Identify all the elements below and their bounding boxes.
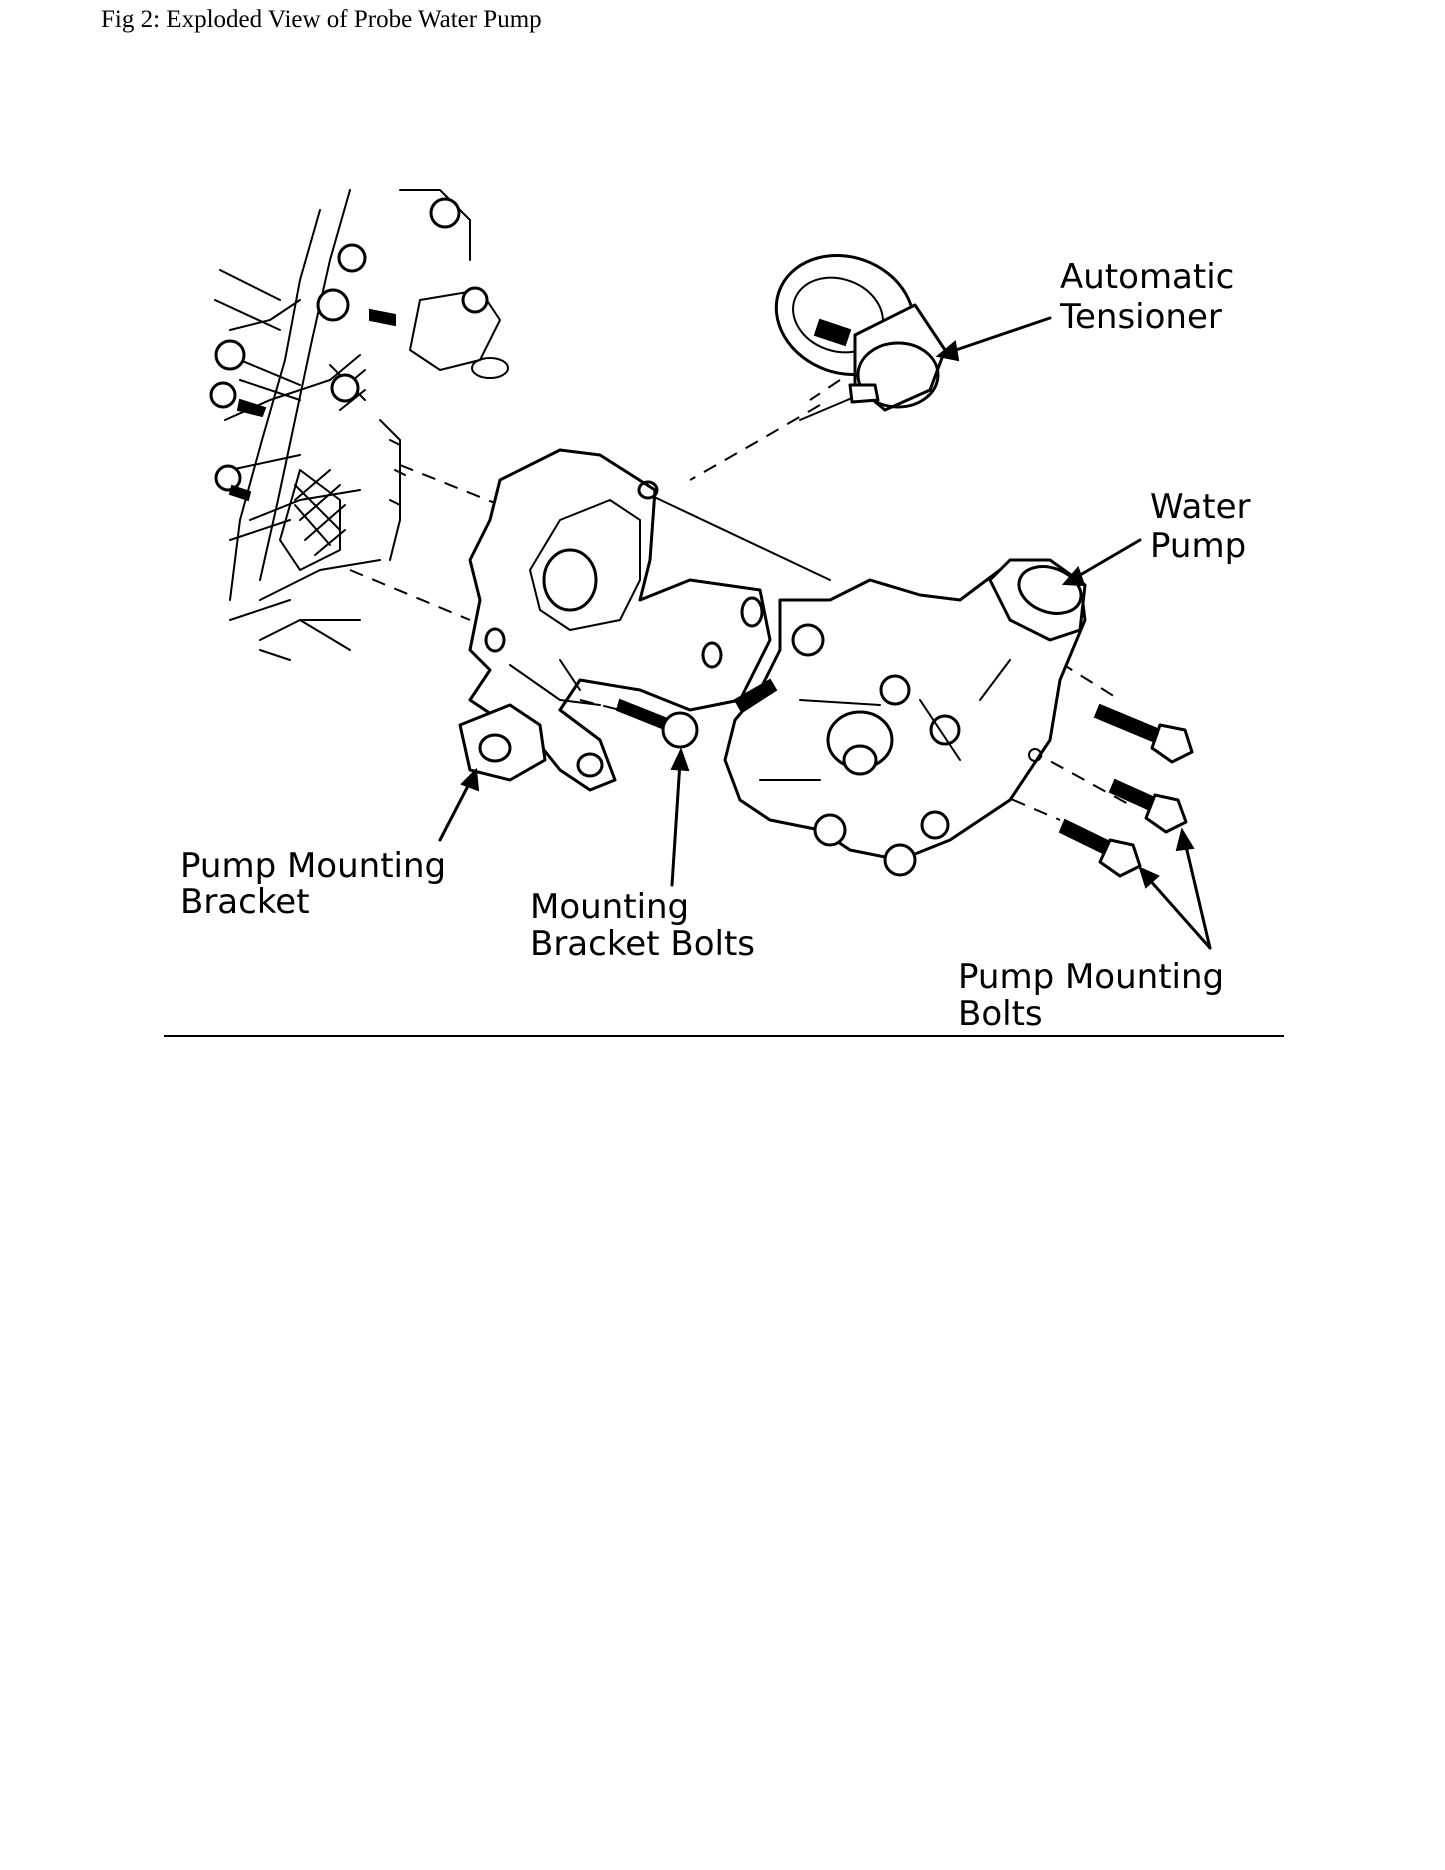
label-pump-mounting-bolts: Pump Mounting Bolts — [958, 957, 1235, 1034]
label-water-pump: Water Pump — [1150, 487, 1261, 566]
label-mounting-bracket-bolts: Mounting Bracket Bolts — [530, 887, 755, 964]
leader-arrows — [438, 316, 1212, 950]
label-automatic-tensioner: Automatic Tensioner — [1059, 257, 1245, 337]
block-bolts — [209, 197, 489, 502]
pump-mounting-bolts — [1058, 703, 1194, 878]
mounting-bracket-bolt — [615, 698, 699, 749]
pump-mounting-bracket — [458, 448, 772, 792]
figure-title: Fig 2: Exploded View of Probe Water Pump — [101, 6, 542, 33]
automatic-tensioner — [774, 253, 947, 421]
water-pump — [723, 558, 1087, 877]
label-pump-mounting-bracket: Pump Mounting Bracket — [180, 846, 457, 922]
engine-block — [209, 189, 509, 661]
